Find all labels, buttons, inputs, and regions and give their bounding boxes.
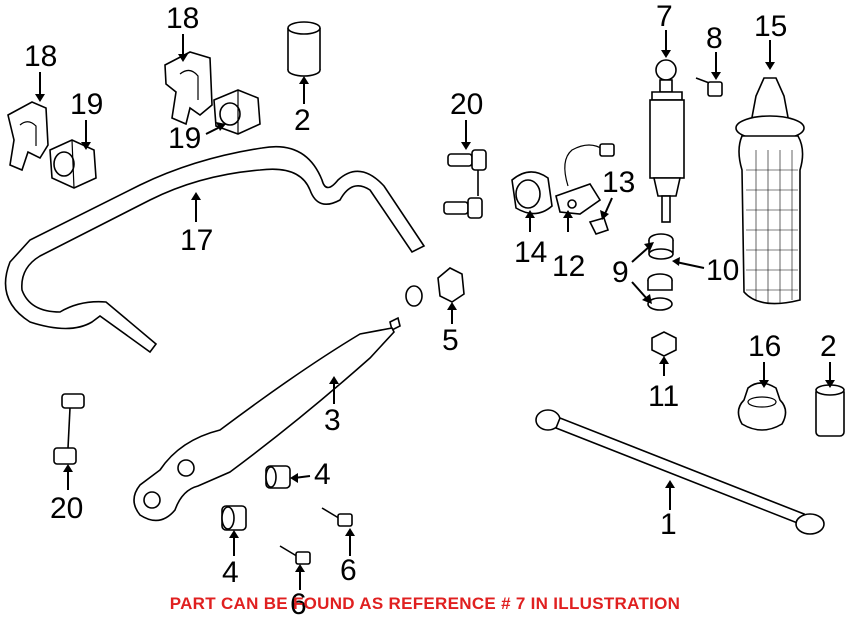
callout-4-upper: 4 (314, 458, 331, 491)
part-18-bracket-upper (164, 51, 213, 126)
part-14-housing (511, 171, 553, 215)
part-7-shock-absorber (649, 59, 685, 223)
callout-4-lower: 4 (222, 556, 239, 589)
part-6-bolt-upper (321, 507, 353, 527)
callout-2-lower: 2 (820, 330, 837, 363)
part-15-air-spring (735, 77, 805, 305)
callout-labels: 18 19 18 19 2 17 20 14 12 13 7 8 15 9 10… (24, 0, 837, 621)
part-19-bushing-left (49, 139, 97, 189)
part-6-bolt-lower (279, 545, 311, 565)
callout-1: 1 (660, 508, 677, 541)
part-13-clip (588, 217, 610, 235)
callout-10: 10 (706, 254, 739, 287)
callout-6-upper: 6 (340, 554, 357, 587)
callout-3: 3 (324, 404, 341, 437)
part-12-sensor (555, 143, 615, 215)
part-3-control-arm (133, 316, 401, 522)
part-17-stabilizer-bar (4, 145, 426, 354)
callout-6-lower: 6 (290, 588, 307, 621)
callout-11: 11 (648, 380, 679, 413)
callout-19-left: 19 (70, 88, 103, 121)
part-2-bushing-lower (815, 384, 845, 437)
callout-17: 17 (180, 224, 213, 257)
part-4-bushing-upper (265, 465, 291, 489)
part-20-link-upper (443, 149, 487, 219)
part-2-bushing-upper (287, 21, 321, 77)
callout-7: 7 (656, 0, 673, 33)
callout-19-upper: 19 (168, 122, 201, 155)
callout-16: 16 (748, 330, 781, 363)
reference-note: PART CAN BE FOUND AS REFERENCE # 7 IN IL… (169, 594, 681, 613)
part-20-link-lower (53, 393, 85, 465)
part-16-bump-stop (737, 382, 787, 431)
part-8-bolt (695, 77, 723, 97)
callout-8: 8 (706, 22, 723, 55)
callout-2-upper: 2 (294, 104, 311, 137)
callout-20-upper: 20 (450, 88, 483, 121)
callout-13: 13 (602, 166, 635, 199)
callout-18-upper: 18 (166, 2, 199, 35)
callout-12: 12 (552, 250, 585, 283)
part-18-bracket-left (7, 101, 49, 172)
leader-lines (35, 30, 835, 590)
callout-20-lower: 20 (50, 492, 83, 525)
callout-9: 9 (612, 256, 629, 289)
part-1-lateral-rod (535, 409, 825, 535)
part-11-nut (651, 331, 677, 357)
callout-14: 14 (514, 236, 547, 269)
part-19-bushing-upper (213, 89, 261, 135)
part-4-bushing-lower (221, 505, 247, 531)
callout-5: 5 (442, 324, 459, 357)
callout-18-left: 18 (24, 40, 57, 73)
callout-15: 15 (754, 10, 787, 43)
part-9-10-mount-stack (647, 233, 674, 311)
part-5-mount (405, 267, 465, 307)
